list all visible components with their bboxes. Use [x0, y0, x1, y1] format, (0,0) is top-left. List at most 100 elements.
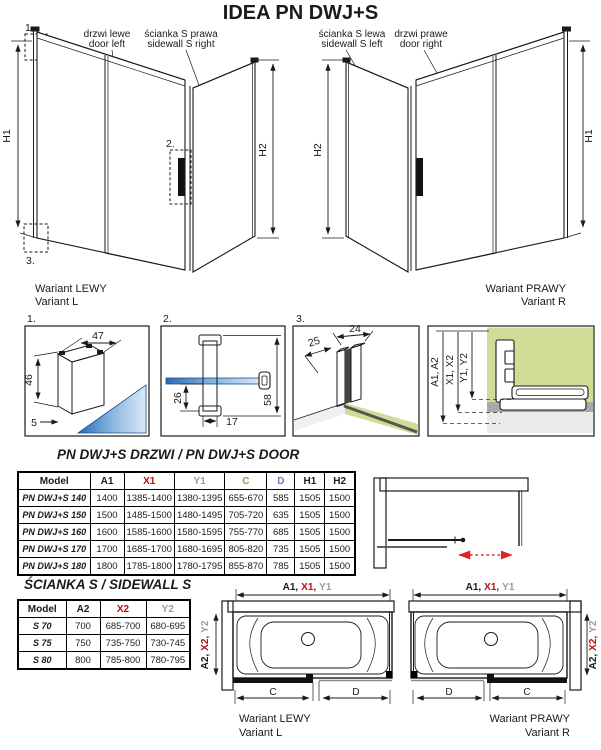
value-cell: 1505: [294, 523, 326, 541]
detail-2-number: 2.: [163, 313, 172, 325]
plan-view-left: A1,X1,Y1 A2,X2,Y2 C D: [200, 582, 395, 739]
corner-profile-square: [411, 671, 418, 678]
value-cell: 780-795: [145, 651, 191, 670]
sidewall-right-label-pl: ścianka S prawa: [144, 29, 218, 40]
value-cell: 1500: [324, 557, 356, 576]
sliding-door-bar: [487, 678, 567, 683]
handle-bar: [202, 340, 218, 412]
sidewall-top-rail: [345, 61, 409, 89]
dim-24-line: [336, 331, 371, 340]
plan-top-dimension-label: A1,X1,Y1: [466, 582, 515, 593]
dim-17-label: 17: [226, 416, 238, 428]
value-cell: 755-770: [224, 523, 268, 541]
plan-right-caption-pl: Wariant PRAWY: [490, 713, 571, 725]
column-header: H1: [294, 471, 326, 490]
iso-diagram-right: ścianka S lewa sidewall S left drzwi pra…: [312, 26, 595, 308]
bottom-rail: [415, 252, 497, 271]
h2-dimension-label: H2: [257, 143, 269, 157]
value-cell: 1500: [324, 506, 356, 524]
glass-panel: [165, 377, 263, 385]
value-cell: 1505: [294, 489, 326, 507]
dim-47-label: 47: [92, 330, 104, 342]
wall-plate-front-top: [336, 346, 350, 353]
variant-left-caption-pl: Wariant LEWY: [35, 283, 107, 295]
dim-y-label: Y1, Y2: [459, 353, 470, 383]
value-cell: 1505: [294, 540, 326, 558]
handle-dot: [460, 537, 466, 543]
dim-d-label: D: [445, 687, 452, 698]
column-header: X1: [123, 471, 175, 490]
glass-end-cap-inner: [261, 375, 268, 386]
value-cell: 1385-1400: [123, 489, 175, 507]
plan-views: A1,X1,Y1 A2,X2,Y2 C D: [200, 582, 599, 739]
dim-26-label: 26: [172, 392, 184, 404]
column-header: H2: [324, 471, 356, 490]
column-header: Y1: [173, 471, 226, 490]
model-cell: PN DWJ+S 150: [17, 506, 91, 524]
floor-line: [19, 232, 38, 239]
detail-1-profile: 1. 47 46 5: [23, 313, 150, 437]
dim-24-label: 24: [349, 323, 361, 335]
value-cell: 1600: [89, 523, 125, 541]
bathtub-basin: [436, 621, 539, 669]
detail-3-wall-profile: 3. 24 25: [292, 313, 420, 437]
door-left-label-en: door left: [89, 39, 125, 50]
column-header: Model: [17, 471, 91, 490]
wall-hatch-right: [569, 600, 582, 691]
dim-25-line: [304, 347, 332, 357]
detail-1-number: 1.: [27, 313, 36, 325]
profile-notch: [504, 350, 515, 365]
dim-46-label: 46: [23, 374, 35, 386]
value-cell: 805-820: [224, 540, 268, 558]
value-cell: 1500: [324, 523, 356, 541]
value-cell: 1505: [294, 506, 326, 524]
dim-tick: [364, 330, 374, 342]
value-cell: 730-745: [145, 634, 191, 652]
detail-2-box: [160, 325, 286, 437]
value-cell: 1680-1695: [173, 540, 226, 558]
leader-line: [185, 49, 201, 89]
door-right-label-en: door right: [400, 39, 442, 50]
value-cell: 1700: [89, 540, 125, 558]
wall-hatch-top: [227, 600, 395, 613]
dim-58-label: 58: [262, 394, 274, 406]
dim-tick: [33, 401, 59, 408]
value-cell: 785: [266, 557, 296, 576]
dim-tick: [33, 351, 59, 357]
door-handle-nub: [306, 674, 313, 678]
sidewall-right-label-en: sidewall S right: [147, 39, 214, 50]
detail-2-handle: 2. 26 17 58: [160, 313, 286, 437]
top-rail: [415, 31, 565, 81]
plan-side-dimension-label: A2,X2,Y2: [200, 620, 211, 669]
value-cell: 855-870: [224, 557, 268, 576]
handle-cap-top: [198, 334, 222, 346]
sidewall-table-title: ŚCIANKA S / SIDEWALL S: [24, 577, 192, 592]
column-header: A2: [65, 599, 101, 618]
profile-cap: [342, 57, 351, 63]
model-cell: S 80: [17, 651, 67, 670]
value-cell: 1785-1800: [123, 557, 175, 576]
callout-1-label: 1.: [25, 22, 34, 34]
value-cell: 1685-1700: [123, 540, 175, 558]
dim-c-label: C: [269, 687, 276, 698]
tub-end-curve: [249, 617, 259, 673]
tub-end-curve: [541, 617, 551, 673]
profile-cap: [562, 26, 571, 32]
profile-right-face: [71, 352, 105, 415]
dim-tick: [332, 332, 342, 346]
callout-2-label: 2.: [166, 138, 175, 150]
door-glass-panel: [36, 31, 186, 271]
door-right-label-pl: drzwi prawe: [394, 29, 448, 40]
model-cell: S 70: [17, 617, 67, 635]
profile-nub: [97, 350, 103, 354]
h1-dimension-label: H1: [1, 129, 13, 143]
value-cell: 735-750: [99, 634, 147, 652]
bathtub-basin: [260, 621, 362, 669]
profile-cap: [30, 26, 40, 32]
